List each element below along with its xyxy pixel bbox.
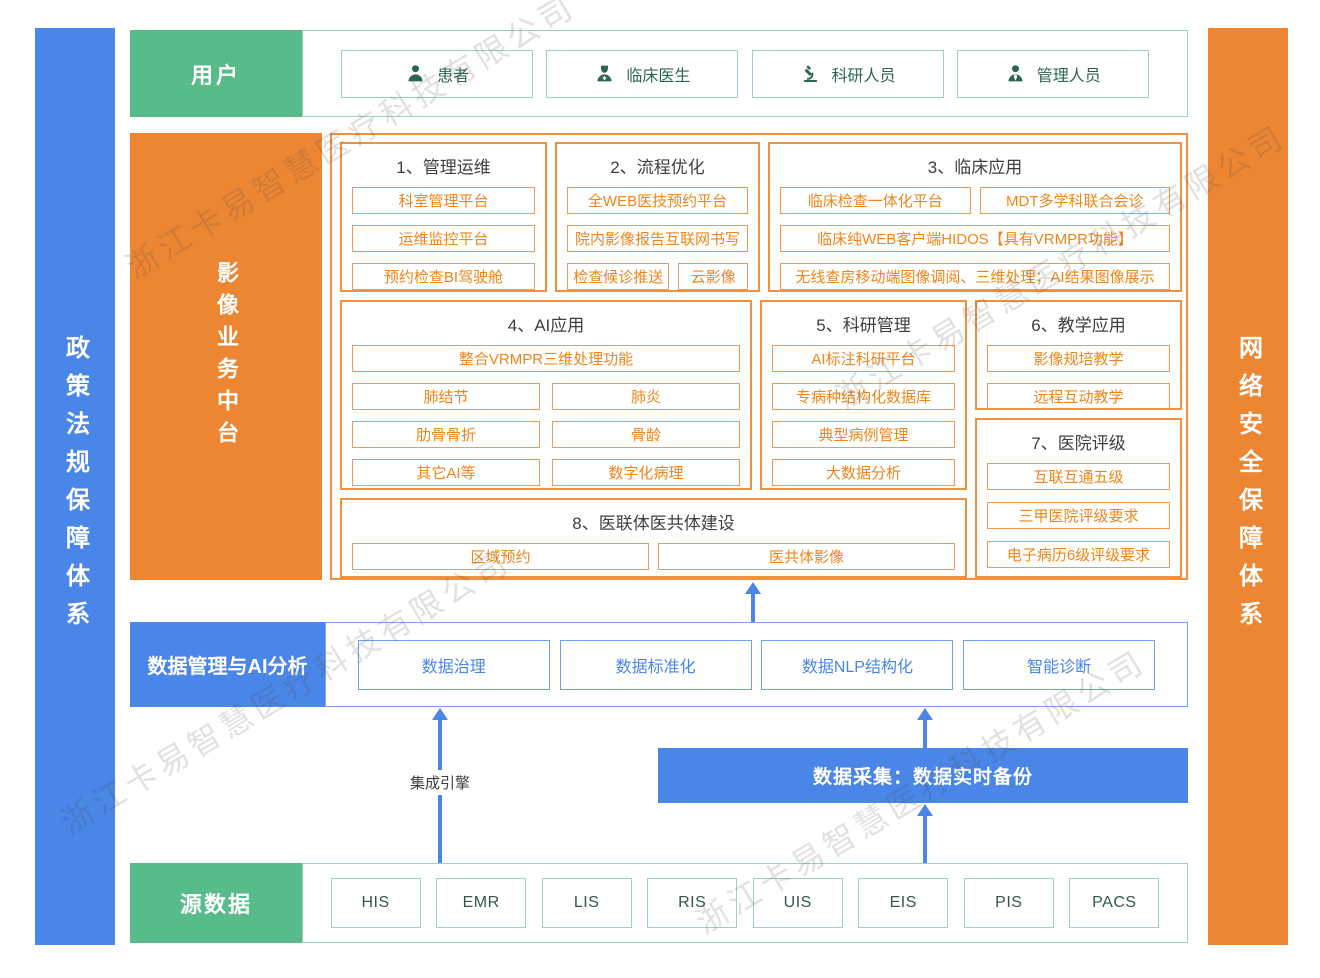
platform-item: AI标注科研平台 (772, 345, 955, 372)
platform-item: 无线查房移动端图像调阅、三维处理；AI结果图像展示 (780, 263, 1170, 290)
source-item-ris: RIS (647, 878, 738, 928)
platform-item: 互联互通五级 (987, 463, 1170, 490)
user-item-label: 患者 (437, 67, 470, 85)
source-item-pacs: PACS (1069, 878, 1160, 928)
data-standardization-item: 数据标准化 (559, 639, 752, 690)
patient-icon (408, 65, 423, 82)
arrow-up-to-platform (745, 582, 761, 622)
platform-item: 整合VRMPR三维处理功能 (352, 345, 740, 372)
data-management-body: 数据治理 数据标准化 数据NLP结构化 智能诊断 (325, 622, 1188, 707)
platform-item: 骨龄 (552, 421, 740, 448)
section-hospital-rating: 7、医院评级 互联互通五级 三甲医院评级要求 电子病历6级评级要求 (975, 418, 1182, 578)
user-item-label: 管理人员 (1036, 67, 1101, 85)
users-row-label: 用户 (130, 30, 302, 117)
section-title: 7、医院评级 (1031, 434, 1126, 453)
user-item-researcher: 科研人员 (751, 49, 944, 98)
network-security-bar: 网络安全保障体系 (1208, 28, 1288, 945)
section-research-management: 5、科研管理 AI标注科研平台 专病种结构化数据库 典型病例管理 大数据分析 (760, 300, 967, 490)
platform-item: 云影像 (678, 263, 748, 290)
users-row-body: 患者 临床医生 科研人员 管理人员 (302, 30, 1188, 117)
source-item-his: HIS (330, 878, 421, 928)
imaging-platform-label: 影像业务中台 (130, 133, 322, 580)
user-item-clinician: 临床医生 (546, 49, 739, 98)
section-process-optimization: 2、流程优化 全WEB医技预约平台 院内影像报告互联网书写 检查候诊推送 云影像 (555, 142, 760, 292)
smart-diagnosis-item: 智能诊断 (963, 639, 1156, 690)
data-collection-box: 数据采集：数据实时备份 (658, 748, 1188, 803)
source-item-uis: UIS (752, 878, 843, 928)
imaging-platform-body: 1、管理运维 科室管理平台 运维监控平台 预约检查BI驾驶舱 2、流程优化 全W… (330, 133, 1188, 580)
imaging-platform-label-text: 影像业务中台 (214, 260, 239, 453)
data-management-label: 数据管理与AI分析 (130, 622, 325, 707)
platform-item: 其它AI等 (352, 459, 540, 486)
platform-item: 运维监控平台 (352, 225, 535, 252)
data-management-row: 数据管理与AI分析 数据治理 数据标准化 数据NLP结构化 智能诊断 (130, 622, 1188, 707)
integration-engine-label: 集成引擎 (395, 770, 485, 795)
doctor-icon (597, 65, 612, 82)
platform-item: 远程互动教学 (987, 383, 1170, 410)
arrowhead (917, 804, 933, 816)
platform-item: 临床检查一体化平台 (780, 187, 971, 214)
arrow-shaft (751, 592, 755, 622)
section-title: 4、AI应用 (507, 316, 585, 335)
network-security-label: 网络安全保障体系 (1234, 334, 1262, 639)
section-title: 6、教学应用 (1031, 316, 1126, 335)
platform-item: 三甲医院评级要求 (987, 502, 1170, 529)
section-title: 3、临床应用 (927, 158, 1023, 177)
platform-item: MDT多学科联合会诊 (979, 187, 1170, 214)
data-nlp-item: 数据NLP结构化 (761, 639, 954, 690)
platform-item: 临床纯WEB客户端HIDOS【具有VRMPR功能】 (780, 225, 1170, 252)
policy-regulation-label: 政策法规保障体系 (61, 334, 89, 639)
imaging-platform-row: 影像业务中台 1、管理运维 科室管理平台 运维监控平台 预约检查BI驾驶舱 2、… (130, 133, 1188, 580)
arrow-shaft (923, 814, 927, 863)
user-item-label: 临床医生 (626, 67, 691, 85)
platform-item: 电子病历6级评级要求 (987, 541, 1170, 568)
section-title: 5、科研管理 (816, 316, 911, 335)
arrowhead (917, 708, 933, 720)
source-item-eis: EIS (858, 878, 949, 928)
section-title: 1、管理运维 (396, 158, 491, 177)
platform-item: 典型病例管理 (772, 421, 955, 448)
platform-item: 肺炎 (552, 383, 740, 410)
platform-item: 肺结节 (352, 383, 540, 410)
section-management-ops: 1、管理运维 科室管理平台 运维监控平台 预约检查BI驾驶舱 (340, 142, 547, 292)
platform-item: 科室管理平台 (352, 187, 535, 214)
arrowhead (745, 582, 761, 594)
user-item-patient: 患者 (341, 49, 534, 98)
platform-item: 影像规培教学 (987, 345, 1170, 372)
platform-item: 全WEB医技预约平台 (567, 187, 748, 214)
section-title: 8、医联体医共体建设 (572, 514, 735, 533)
arrow-source-to-collect (917, 804, 933, 863)
source-item-lis: LIS (541, 878, 632, 928)
platform-item: 检查候诊推送 (567, 263, 670, 290)
platform-item: 院内影像报告互联网书写 (567, 225, 748, 252)
source-item-pis: PIS (963, 878, 1054, 928)
section-clinical-application: 3、临床应用 临床检查一体化平台 MDT多学科联合会诊 临床纯WEB客户端HID… (768, 142, 1182, 292)
platform-item: 数字化病理 (552, 459, 740, 486)
section-ai-application: 4、AI应用 整合VRMPR三维处理功能 肺结节 肺炎 肋骨骨折 骨龄 其它AI… (340, 300, 752, 490)
source-data-body: HIS EMR LIS RIS UIS EIS PIS PACS (302, 863, 1188, 943)
policy-regulation-bar: 政策法规保障体系 (35, 28, 115, 945)
user-item-label: 科研人员 (831, 67, 896, 85)
section-teaching-application: 6、教学应用 影像规培教学 远程互动教学 (975, 300, 1182, 410)
platform-item: 专病种结构化数据库 (772, 383, 955, 410)
arrow-collect-to-dm (917, 708, 933, 748)
platform-item: 预约检查BI驾驶舱 (352, 263, 535, 290)
platform-item: 大数据分析 (772, 459, 955, 486)
user-item-manager: 管理人员 (956, 49, 1149, 98)
arrow-shaft (923, 718, 927, 748)
manager-icon (1008, 65, 1023, 82)
section-title: 2、流程优化 (610, 158, 705, 177)
platform-item: 肋骨骨折 (352, 421, 540, 448)
source-data-row: 源数据 HIS EMR LIS RIS UIS EIS PIS PACS (130, 863, 1188, 943)
source-data-label: 源数据 (130, 863, 302, 943)
microscope-icon (803, 65, 817, 82)
platform-item: 医共体影像 (658, 543, 955, 570)
data-governance-item: 数据治理 (357, 639, 550, 690)
platform-item: 区域预约 (352, 543, 649, 570)
arrowhead (432, 708, 448, 720)
users-row: 用户 患者 临床医生 科研人员 管理人员 (130, 30, 1188, 117)
source-item-emr: EMR (436, 878, 527, 928)
section-medical-alliance: 8、医联体医共体建设 区域预约 医共体影像 (340, 498, 967, 578)
